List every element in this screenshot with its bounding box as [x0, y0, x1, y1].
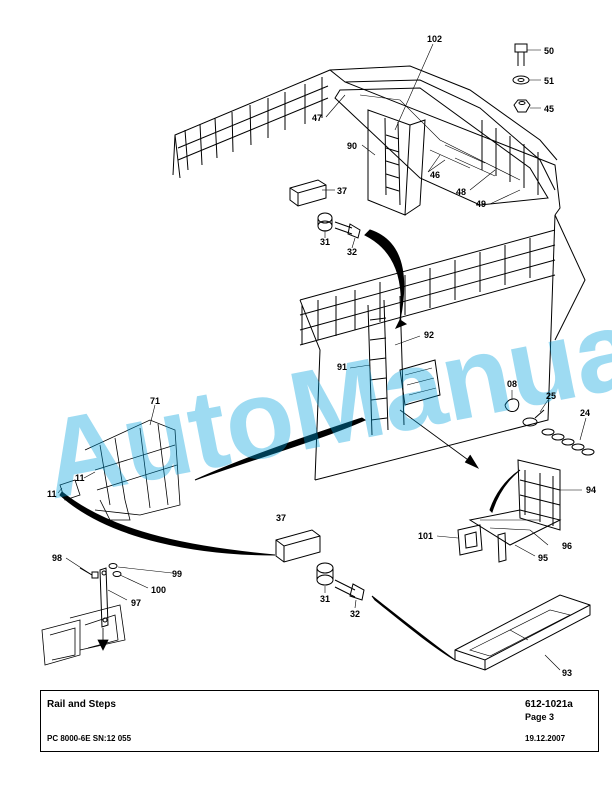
callout-37-lower: 37 — [276, 513, 287, 523]
hull-body — [299, 214, 586, 481]
callout-49: 49 — [476, 199, 487, 209]
thin-arrows — [97, 409, 480, 651]
title-block: Rail and Steps 612-1021a Page 3 PC 8000-… — [40, 690, 599, 752]
bracket-101 — [457, 524, 507, 563]
callout-101: 101 — [418, 531, 434, 541]
shackle-25 — [522, 409, 545, 427]
callout-97: 97 — [131, 598, 142, 608]
callout-90: 90 — [347, 141, 358, 151]
page-number: Page 3 — [525, 712, 555, 722]
callout-51: 51 — [544, 76, 555, 86]
chain-24 — [541, 428, 595, 456]
leader-lines — [57, 43, 587, 671]
callout-32-upper: 32 — [347, 247, 358, 257]
drawing-title: Rail and Steps — [47, 699, 116, 710]
callout-45: 45 — [544, 104, 555, 114]
bolt-32-upper — [334, 221, 361, 239]
callout-71: 71 — [150, 396, 161, 406]
drawing-date: 19.12.2007 — [525, 734, 566, 743]
drawing-number: 612-1021a — [525, 699, 573, 710]
machine-model: PC 8000-6E SN:12 055 — [47, 734, 132, 743]
upper-platform — [172, 65, 561, 216]
bolt-50 — [514, 43, 528, 66]
nut-100 — [112, 571, 122, 577]
bolt-32-lower — [334, 579, 365, 601]
ladder-90 — [367, 109, 426, 216]
callout-11-right: 11 — [75, 473, 85, 483]
callout-31-upper: 31 — [320, 237, 331, 247]
callout-95: 95 — [538, 553, 549, 563]
callout-24: 24 — [580, 408, 591, 418]
spacer-31-lower — [316, 562, 334, 586]
callout-93: 93 — [562, 668, 573, 678]
callout-46: 46 — [430, 170, 441, 180]
callout-37-upper: 37 — [337, 186, 348, 196]
spacer-31-upper — [317, 212, 333, 232]
callout-25: 25 — [546, 391, 557, 401]
ladder-detail-71 — [59, 419, 181, 521]
step-frame-94 — [468, 459, 562, 546]
callout-92: 92 — [424, 330, 435, 340]
callout-100: 100 — [151, 585, 167, 595]
washer-51 — [512, 75, 530, 85]
hook-08 — [504, 398, 520, 413]
callout-96: 96 — [562, 541, 573, 551]
callout-98: 98 — [52, 553, 63, 563]
callout-94: 94 — [586, 485, 597, 495]
callout-47: 47 — [312, 113, 323, 123]
callout-48: 48 — [456, 187, 467, 197]
callout-102: 102 — [427, 34, 443, 44]
flow-arrows — [59, 229, 521, 661]
block-37-lower — [275, 529, 321, 563]
callout-99: 99 — [172, 569, 183, 579]
callout-32-lower: 32 — [350, 609, 361, 619]
callout-50: 50 — [544, 46, 555, 56]
washer-99 — [108, 563, 118, 569]
callout-31-lower: 31 — [320, 594, 331, 604]
tray-93 — [454, 594, 591, 671]
callout-08: 08 — [507, 379, 518, 389]
parts-drawing — [41, 43, 595, 671]
callout-91: 91 — [337, 362, 348, 372]
nut-45 — [513, 99, 531, 113]
block-37-upper — [289, 179, 327, 207]
handrail-detail-lower-left — [41, 604, 126, 666]
callout-11-left: 11 — [47, 489, 57, 499]
